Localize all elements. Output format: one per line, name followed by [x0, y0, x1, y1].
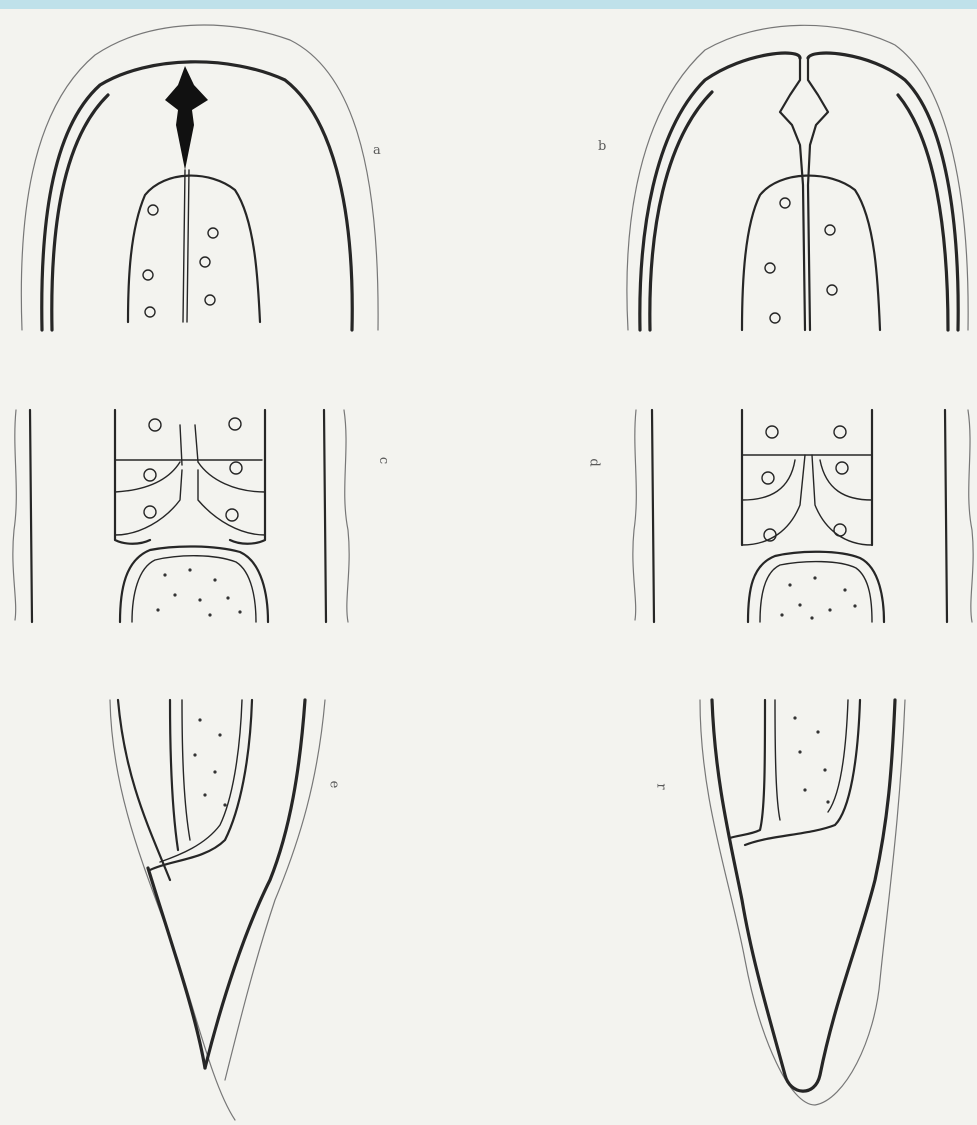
panel-label-a: a: [373, 144, 381, 157]
dotted-texture-d: [780, 576, 856, 619]
panel-e-drawing: [110, 700, 325, 1120]
panel-d-drawing: [633, 410, 973, 622]
dotted-texture-c: [156, 568, 241, 616]
panel-c-drawing: [13, 410, 349, 622]
dark-spindle-structure: [165, 66, 208, 170]
dotted-texture-f: [793, 716, 829, 803]
panel-label-f: r: [655, 783, 668, 789]
panel-label-e: e: [327, 781, 340, 789]
panel-a-drawing: [21, 25, 378, 330]
panel-b-drawing: [627, 25, 968, 330]
panel-label-d: d: [588, 458, 601, 466]
dotted-texture-e: [193, 718, 226, 806]
panel-label-b: b: [598, 140, 606, 153]
panel-f-drawing: [700, 700, 905, 1105]
panel-label-c: c: [377, 457, 390, 464]
